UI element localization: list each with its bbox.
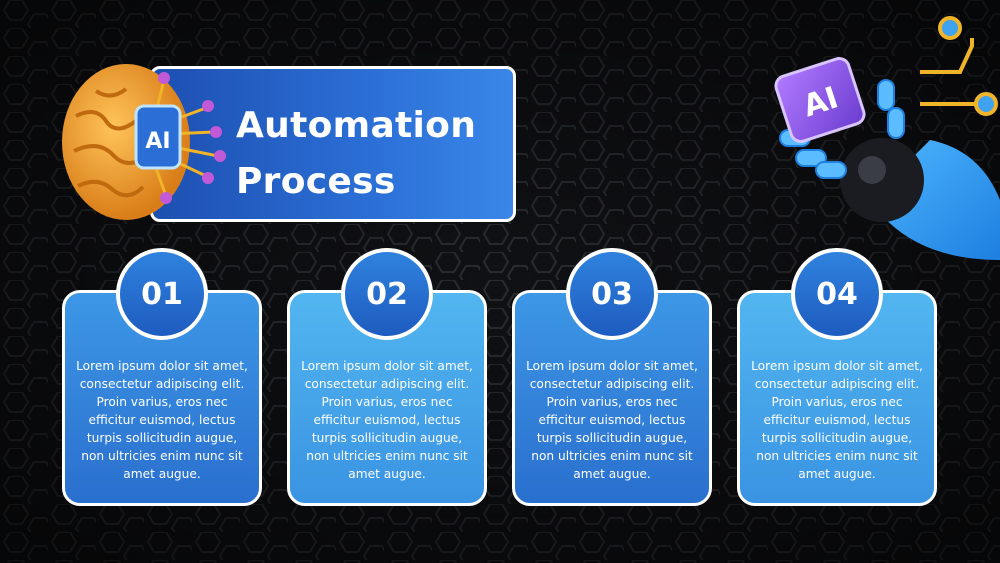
step-text-1: Lorem ipsum dolor sit amet, consectetur … (76, 359, 248, 481)
step-number-4: 04 (791, 248, 883, 340)
step-text-4: Lorem ipsum dolor sit amet, consectetur … (751, 359, 923, 481)
page-title: Automation Process (236, 98, 506, 210)
step-text-2: Lorem ipsum dolor sit amet, consectetur … (301, 359, 473, 481)
step-number-3: 03 (566, 248, 658, 340)
title-line-1: Automation (236, 105, 477, 146)
brain-icon: AI (62, 64, 226, 220)
robot-hand-icon: AI (774, 16, 1000, 260)
brain-chip-label: AI (145, 129, 170, 154)
title-panel (150, 66, 516, 222)
step-card-1: Lorem ipsum dolor sit amet, consectetur … (62, 290, 262, 506)
title-line-2: Process (236, 161, 396, 202)
step-text-3: Lorem ipsum dolor sit amet, consectetur … (526, 359, 698, 481)
step-number-1: 01 (116, 248, 208, 340)
step-number-2: 02 (341, 248, 433, 340)
